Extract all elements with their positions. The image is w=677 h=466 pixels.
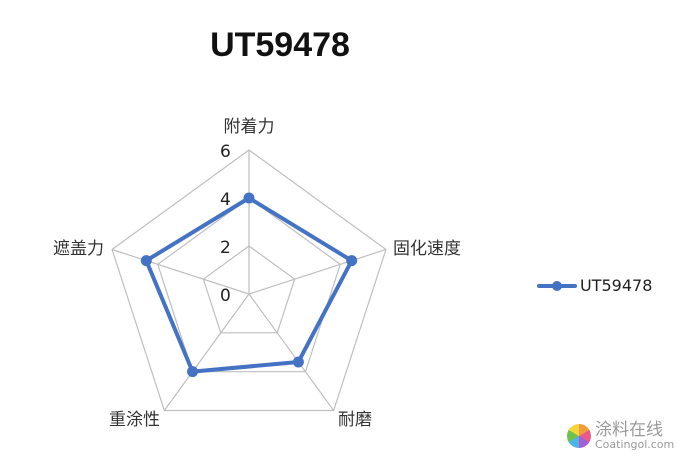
spoke-line — [248, 293, 335, 411]
data-point-marker — [243, 192, 255, 204]
chart-title: UT59478 — [210, 26, 350, 64]
watermark-cn: 涂料在线 — [595, 420, 663, 440]
data-point-marker — [292, 356, 304, 368]
tick-label: 2 — [220, 238, 231, 258]
legend-line-marker-icon — [537, 280, 577, 291]
data-series — [140, 192, 358, 378]
grid-ring — [202, 245, 296, 334]
watermark-en: Coatingol.com — [595, 438, 675, 451]
axis-label: 固化速度 — [393, 239, 461, 259]
tick-label: 4 — [220, 190, 231, 210]
radar-grid — [111, 149, 387, 412]
grid-ring — [111, 149, 387, 412]
series-line — [144, 196, 354, 374]
watermark: 涂料在线 Coatingol.com — [567, 422, 674, 450]
grid-ring — [156, 197, 342, 373]
radial-tick-labels: 0 2 4 6 — [220, 142, 231, 306]
spoke-line — [248, 248, 387, 295]
radar-spokes — [111, 150, 387, 411]
data-point-marker — [187, 366, 199, 378]
spoke-line — [163, 293, 250, 411]
data-point-marker — [346, 255, 358, 267]
tick-label: 6 — [220, 142, 231, 162]
axis-label: 附着力 — [224, 117, 275, 137]
axis-label: 耐磨 — [338, 410, 372, 430]
spoke-line — [111, 248, 250, 295]
legend-label: UT59478 — [580, 276, 653, 295]
axis-label: 遮盖力 — [53, 239, 104, 259]
data-point-marker — [140, 255, 152, 267]
pinwheel-logo-icon — [567, 424, 591, 448]
tick-label: 0 — [220, 286, 231, 306]
legend: UT59478 — [537, 276, 652, 295]
axis-label: 重涂性 — [109, 410, 160, 430]
